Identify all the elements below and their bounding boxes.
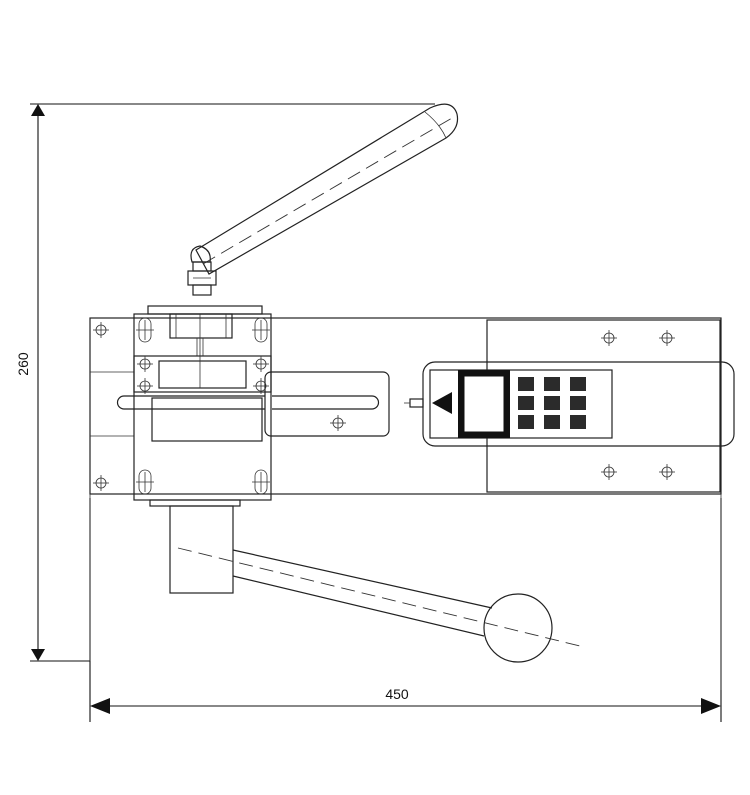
gauge-key: [544, 396, 560, 410]
bottom-lever: [169, 505, 581, 663]
carriage-slot-holes: [136, 317, 270, 495]
gauge-key: [544, 415, 560, 429]
height-label: 260: [15, 352, 31, 376]
gauge-keypad: [518, 377, 586, 429]
slide-rail: [116, 371, 390, 437]
gauge-display: [463, 375, 505, 433]
width-label: 450: [385, 686, 409, 702]
gauge-key: [570, 377, 586, 391]
gauge-key: [544, 377, 560, 391]
rail-hole: [330, 415, 346, 431]
gauge-key: [570, 415, 586, 429]
height-dimension: 260: [15, 103, 435, 662]
width-arrow-right: [701, 698, 721, 714]
height-arrow-bottom: [31, 649, 45, 661]
base-mount-holes: [93, 322, 109, 491]
base-plate: [89, 317, 722, 690]
lever-knob: [483, 593, 553, 663]
gauge-key: [518, 377, 534, 391]
gauge-key: [570, 396, 586, 410]
gauge-plate-holes: [601, 330, 675, 480]
width-dimension: 450: [89, 498, 722, 722]
top-lever-handle: [187, 103, 459, 296]
gauge-key: [518, 396, 534, 410]
force-gauge: [404, 361, 735, 447]
width-arrow-left: [90, 698, 110, 714]
gauge-key: [518, 415, 534, 429]
gauge-pointer: [432, 392, 452, 414]
clamp-carriage: [133, 305, 272, 507]
height-arrow-top: [31, 104, 45, 116]
